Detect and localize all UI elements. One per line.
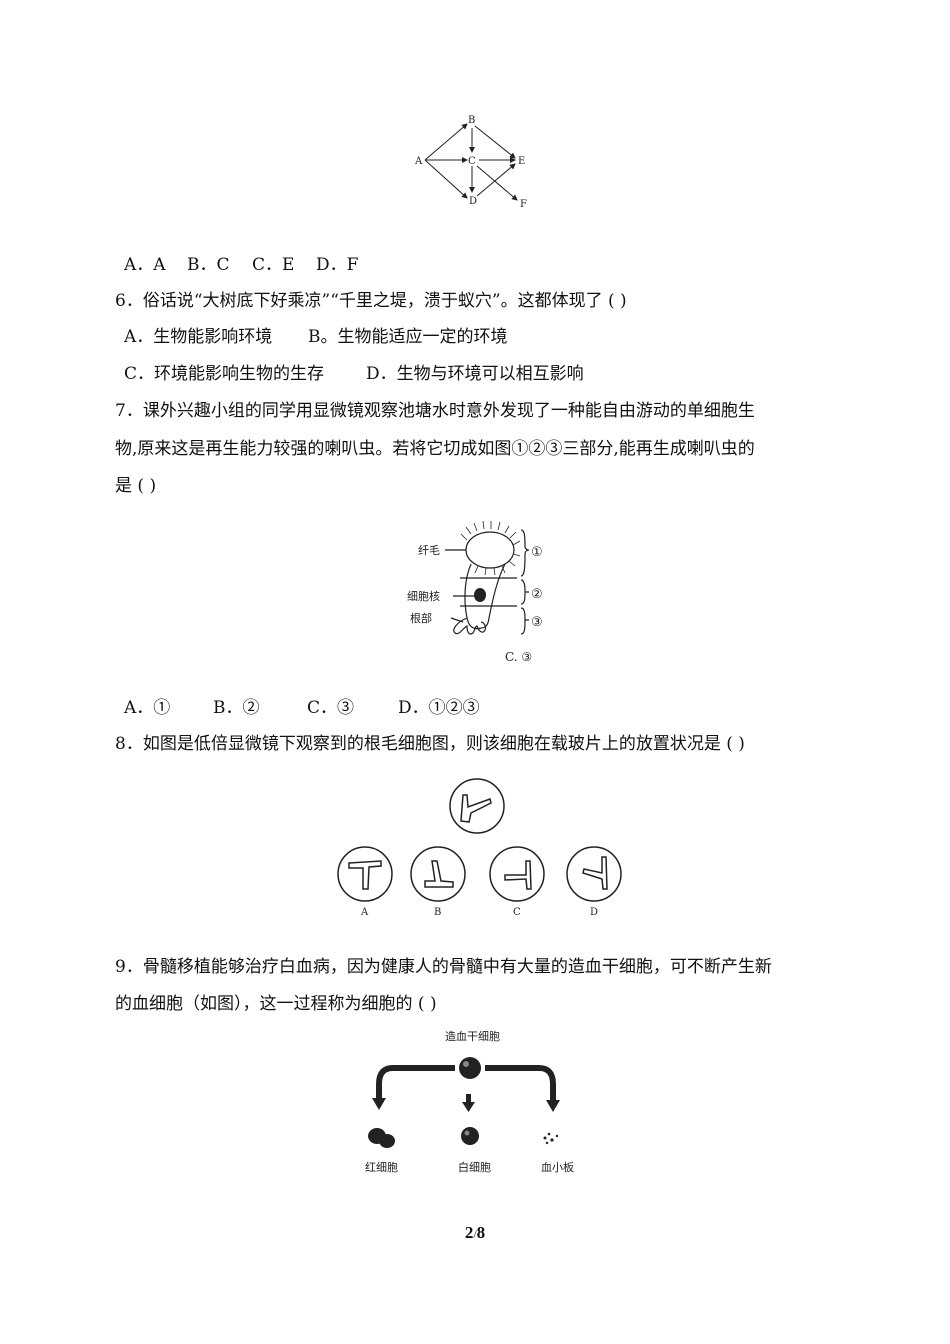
q8-stem: 8．如图是低倍显微镜下观察到的根毛细胞图，则该细胞在载玻片上的放置状况是 ( ) <box>115 734 745 754</box>
option-label-c: C <box>513 907 521 918</box>
node-b: B <box>468 115 475 126</box>
label-part1: ① <box>531 545 543 560</box>
blood-cell-differentiation-figure: 造血干细胞 红细胞 白细胞 血小板 <box>365 1029 574 1174</box>
q9-stem-line1: 9．骨髓移植能够治疗白血病，因为健康人的骨髓中有大量的造血干细胞，可不断产生新 <box>115 957 772 977</box>
q5-option-d: D．F <box>316 255 359 275</box>
label-wbc: 白细胞 <box>458 1160 491 1174</box>
q6-option-b: B。生物能适应一定的环境 <box>308 327 508 347</box>
node-a: A <box>414 156 423 167</box>
q7-option-c: C．③ <box>307 698 355 718</box>
node-d: D <box>469 196 477 207</box>
label-platelet: 血小板 <box>541 1160 574 1174</box>
label-part3: ③ <box>531 615 543 630</box>
q7-stem-line3: 是 ( ) <box>115 476 157 496</box>
root-hair-figure: A B C D <box>337 778 622 918</box>
option-label-d: D <box>590 907 598 918</box>
q7-option-d: D．①②③ <box>398 698 480 718</box>
option-label-a: A <box>360 907 369 918</box>
q5-option-a: A．A <box>124 255 166 275</box>
q6-option-c: C．环境能影响生物的生存 <box>124 364 325 384</box>
label-rbc: 红细胞 <box>365 1161 398 1174</box>
q6-stem: 6．俗话说“大树底下好乘凉”“千里之堤，溃于蚁穴”。这都体现了 ( ) <box>115 291 627 311</box>
label-note: C. ③ <box>505 650 532 664</box>
q7-stem-line1: 7．课外兴趣小组的同学用显微镜观察池塘水时意外发现了一种能自由游动的单细胞生 <box>115 401 755 421</box>
page-number: 2/8 <box>0 1223 950 1243</box>
q9-stem-line2: 的血细胞（如图），这一过程称为细胞的 ( ) <box>115 994 437 1014</box>
q7-option-a: A．① <box>124 698 171 718</box>
food-web-diagram: A B C D E F <box>414 115 527 210</box>
trumpet-worm-figure: 纤毛 细胞核 根部 ① ② ③ C. ③ <box>407 520 543 664</box>
q7-option-b: B．② <box>213 698 260 718</box>
node-e: E <box>518 156 525 167</box>
label-stem-cell: 造血干细胞 <box>445 1029 500 1043</box>
page-current: 2 <box>464 1223 474 1242</box>
page-separator: / <box>473 1227 477 1241</box>
q6-option-d: D．生物与环境可以相互影响 <box>366 364 584 384</box>
q5-option-b: B．C <box>187 255 230 275</box>
node-f: F <box>520 199 527 210</box>
node-c: C <box>468 156 476 167</box>
option-label-b: B <box>434 907 441 918</box>
q5-option-c: C．E <box>252 255 295 275</box>
q7-stem-line2: 物,原来这是再生能力较强的喇叭虫。若将它切成如图①②③三部分,能再生成喇叭虫的 <box>115 439 755 459</box>
label-root: 根部 <box>410 611 432 625</box>
page-total: 8 <box>476 1223 486 1242</box>
label-cilia: 纤毛 <box>418 544 440 557</box>
label-nucleus: 细胞核 <box>407 589 440 603</box>
label-part2: ② <box>531 587 543 602</box>
q6-option-a: A．生物能影响环境 <box>124 327 273 347</box>
